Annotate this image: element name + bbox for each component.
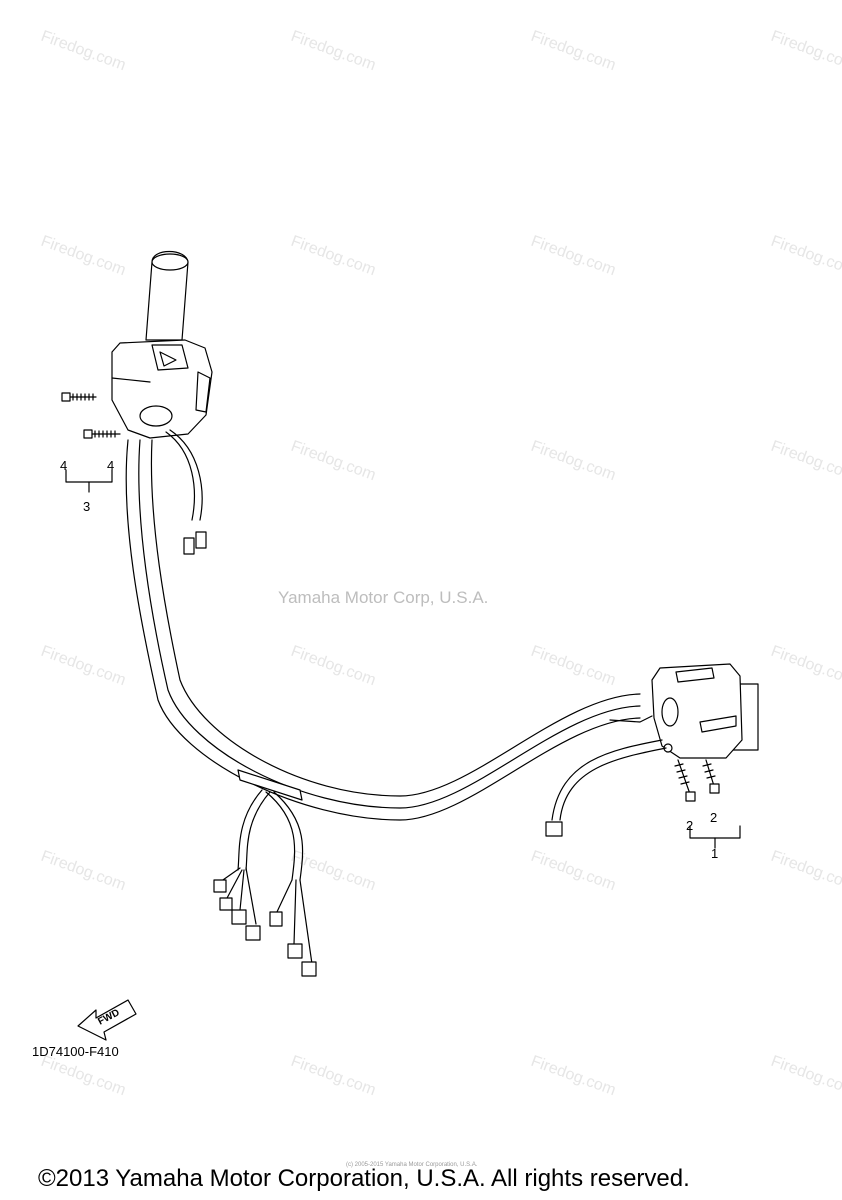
left-handlebar-switch	[61, 250, 213, 493]
watermark: Firedog.com	[769, 848, 842, 894]
connector	[219, 897, 233, 911]
connector	[287, 943, 303, 959]
fwd-arrow: FWD	[77, 999, 137, 1041]
diagram-part-number: 1D74100-F410	[32, 1044, 119, 1059]
wire-clamp	[237, 769, 303, 801]
right-handlebar-switch	[545, 663, 759, 849]
watermark: Firedog.com	[289, 438, 378, 484]
watermark: Firedog.com	[529, 438, 618, 484]
watermark: Firedog.com	[529, 1053, 618, 1099]
connector	[301, 961, 317, 977]
screw-lower	[83, 429, 121, 439]
watermark: Firedog.com	[529, 233, 618, 279]
watermark: Firedog.com	[289, 233, 378, 279]
callout-4: 4	[60, 458, 67, 473]
watermark: Firedog.com	[769, 1053, 842, 1099]
watermark: Firedog.com	[769, 233, 842, 279]
footer-copyright: ©2013 Yamaha Motor Corporation, U.S.A. A…	[38, 1165, 690, 1192]
watermark: Firedog.com	[39, 1053, 128, 1099]
watermark: Firedog.com	[529, 848, 618, 894]
connector	[269, 911, 283, 927]
watermark: Firedog.com	[769, 643, 842, 689]
watermark: Firedog.com	[39, 848, 128, 894]
tiny-copyright: (c) 2005-2015 Yamaha Motor Corporation, …	[346, 1162, 478, 1168]
connector	[231, 909, 247, 925]
connector	[245, 925, 261, 941]
right-switch-housing	[651, 663, 743, 759]
callout-labels: 1 2 2 3 4 4	[60, 458, 718, 861]
watermark: Firedog.com	[289, 1053, 378, 1099]
watermark: Firedog.com	[529, 643, 618, 689]
watermark: Firedog.com	[39, 233, 128, 279]
watermark: Firedog.com	[39, 643, 128, 689]
watermark: Firedog.com	[769, 28, 842, 74]
watermark: Firedog.com	[39, 28, 128, 74]
screw-right-a	[674, 759, 696, 802]
corp-watermark: Yamaha Motor Corp, U.S.A.	[278, 588, 488, 607]
callout-1: 1	[711, 846, 718, 861]
handlebar-wiring	[125, 439, 653, 821]
connector	[213, 879, 227, 893]
left-grip	[145, 250, 189, 341]
screw-upper	[61, 392, 97, 402]
watermark: Firedog.com	[289, 643, 378, 689]
connector	[545, 821, 563, 837]
callout-3: 3	[83, 499, 90, 514]
callout-4: 4	[107, 458, 114, 473]
callout-2: 2	[686, 818, 693, 833]
watermark: Firedog.com	[769, 438, 842, 484]
callout-2: 2	[710, 810, 717, 825]
watermark: Firedog.com	[289, 28, 378, 74]
watermark: Firedog.com	[529, 28, 618, 74]
screw-right-b	[702, 759, 720, 794]
center-harness	[213, 789, 317, 977]
left-wire-lead	[165, 429, 207, 555]
